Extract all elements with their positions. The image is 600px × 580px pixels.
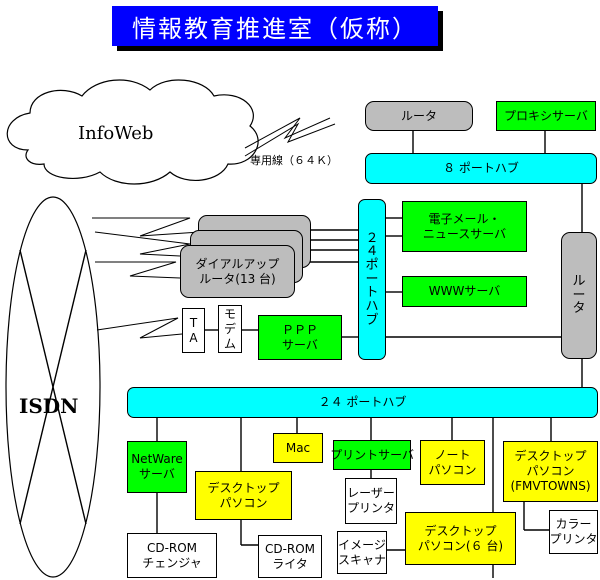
node-label-line: CD-ROM xyxy=(264,541,316,556)
isdn-link xyxy=(94,231,191,257)
node-label-line: Mac xyxy=(285,440,311,455)
isdn-cross-line xyxy=(19,249,87,525)
leased-line-link xyxy=(244,122,336,157)
dialup-router: ダイアルアップルータ(13 台) xyxy=(180,245,295,298)
leased-line-link xyxy=(244,117,331,149)
node-label-line: ルータ xyxy=(400,108,437,123)
node-label-line: ト xyxy=(365,285,379,301)
node-label-line: デ xyxy=(223,321,236,336)
node-label-line: パソコン xyxy=(526,464,575,478)
hub-24-port-main: ２４ ポートハブ xyxy=(127,387,598,418)
node-label-line: ブ xyxy=(365,312,379,328)
node-label-line: ダイアルアップ xyxy=(195,256,280,271)
node-label-line: A xyxy=(189,330,198,345)
node-label-line: ル xyxy=(572,274,586,290)
node-label-line: ２４ ポートハブ xyxy=(318,395,407,409)
node-label-line: デスクトップ xyxy=(514,449,587,463)
node-label-line: プリンタ xyxy=(549,532,598,546)
node-label-line: NetWare xyxy=(131,452,183,466)
node-label-line: デスクトップ xyxy=(207,480,280,495)
color-printer: カラープリンタ xyxy=(549,510,598,554)
node-label-line: チェンジャ xyxy=(142,555,202,570)
desktop-pc-6-units: デスクトップパソコン(６ 台) xyxy=(405,512,516,565)
isdn-link xyxy=(95,261,181,279)
node-label-line: サーバ xyxy=(282,337,318,352)
node-label-line: WWWサーバ xyxy=(428,284,501,298)
node-label-line: パソコン xyxy=(219,495,268,510)
mac: Mac xyxy=(273,433,323,463)
proxy-server: プロキシサーバ xyxy=(496,101,596,131)
node-label-line: モ xyxy=(223,306,236,321)
node-label-line: タ xyxy=(572,301,586,317)
isdn-link xyxy=(96,317,183,339)
node-label-line: ４ xyxy=(365,244,379,260)
node-label-line: ニュースサーバ xyxy=(422,226,507,241)
node-label-line: T xyxy=(189,315,198,330)
mail-news-server: 電子メール・ニュースサーバ xyxy=(402,201,527,252)
node-label-line: ルータ(13 台) xyxy=(199,271,276,286)
modem: モデム xyxy=(218,305,242,353)
node-label-line: パソコン xyxy=(428,462,477,477)
node-label-line: スキャナ xyxy=(338,552,387,567)
page-title: 情報教育推進室（仮称） xyxy=(112,6,438,46)
cloud-label: InfoWeb xyxy=(78,123,154,144)
notebook-pc: ノートパソコン xyxy=(420,440,485,485)
node-label-line: CD-ROM xyxy=(146,540,198,555)
node-label-line: (FMVTOWNS) xyxy=(510,479,591,493)
www-server: WWWサーバ xyxy=(402,276,527,307)
desktop-pc-fmvtowns: デスクトップパソコン(FMVTOWNS) xyxy=(503,441,598,502)
node-label-line: ハ xyxy=(365,298,379,314)
node-label-line: ー xyxy=(365,271,379,287)
node-label-line: プリンタ xyxy=(346,501,395,515)
node-label-line: パソコン(６ 台) xyxy=(417,538,504,553)
node-label-line: ム xyxy=(223,336,236,351)
laser-printer: レーザープリンタ xyxy=(345,478,397,524)
node-label-line: カラー xyxy=(555,517,592,531)
node-label-line: ＰＰＰ xyxy=(281,322,318,337)
node-label-line: プロキシサーバ xyxy=(504,108,588,123)
node-label-line: ー xyxy=(572,287,586,303)
leased-line-label: 専用線（６４Ｋ） xyxy=(250,154,338,167)
node-label-line: ポ xyxy=(365,258,379,274)
node-label-line: ８ ポートハブ xyxy=(443,161,519,175)
print-server: プリントサーバ xyxy=(330,440,414,470)
node-label-line: イメージ xyxy=(338,537,386,552)
node-label-line: 電子メール・ xyxy=(428,211,501,226)
desktop-pc: デスクトップパソコン xyxy=(195,471,292,520)
node-label-line: レーザー xyxy=(347,486,395,500)
router-top: ルータ xyxy=(365,101,473,131)
node-label-line: デスクトップ xyxy=(424,523,497,538)
node-label-line: ２ xyxy=(365,230,379,246)
node-label-line: ノート xyxy=(434,447,471,462)
node-label-line: プリントサーバ xyxy=(330,447,414,462)
router-right: ルータ xyxy=(561,232,597,359)
isdn-link xyxy=(92,217,201,237)
image-scanner: イメージスキャナ xyxy=(337,531,387,574)
node-label-line: ライタ xyxy=(272,556,308,571)
isdn-label: ISDN xyxy=(19,394,79,418)
infoweb-cloud xyxy=(6,79,259,185)
node-label-line: サーバ xyxy=(139,467,175,481)
hub-8-port: ８ ポートハブ xyxy=(365,153,597,184)
